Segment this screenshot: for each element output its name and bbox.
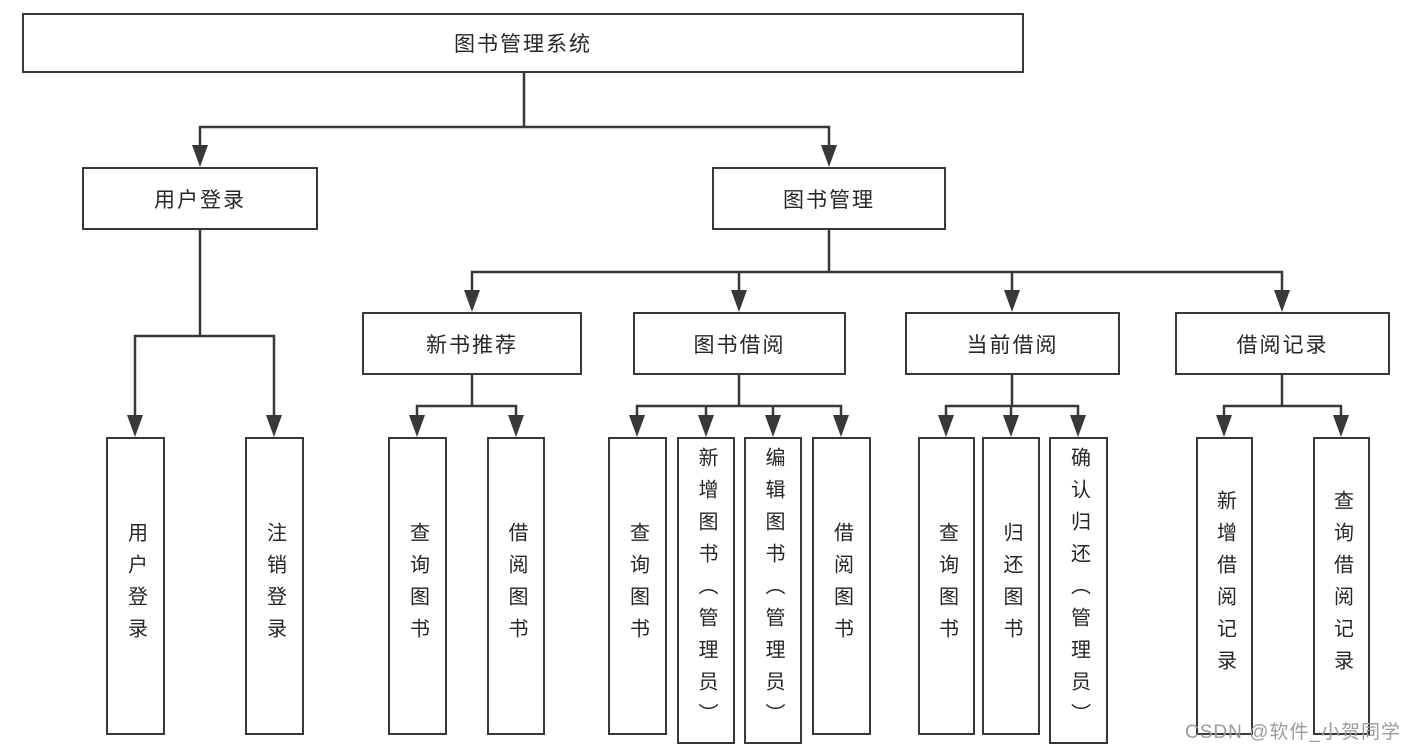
leaf-label: 编辑图书（管理员） bbox=[762, 446, 784, 735]
leaf-label: 查询图书 bbox=[935, 522, 958, 650]
arrowhead bbox=[938, 415, 954, 437]
csdn-watermark: CSDN @软件_小贺同学 bbox=[1185, 722, 1401, 743]
leaf-borrowing-query-books: 查询图书 bbox=[608, 437, 667, 735]
connector-borrow-record-branch bbox=[1216, 375, 1349, 437]
arrowhead bbox=[698, 415, 714, 437]
leaf-label: 归还图书 bbox=[1000, 522, 1022, 650]
node-book-borrowing: 图书借阅 bbox=[633, 312, 846, 375]
leaf-label: 确认归还（管理员） bbox=[1067, 446, 1090, 735]
leaf-borrowing-edit-books-admin: 编辑图书（管理员） bbox=[744, 437, 802, 744]
leaf-user-login: 用户登录 bbox=[106, 437, 165, 735]
leaf-borrowing-borrow-books: 借阅图书 bbox=[812, 437, 871, 735]
leaf-newbook-borrow-books: 借阅图书 bbox=[487, 437, 545, 735]
leaf-logout: 注销登录 bbox=[245, 437, 304, 735]
arrowhead bbox=[1333, 415, 1349, 437]
connector-book-mgmt-branch bbox=[464, 230, 1290, 312]
leaf-current-confirm-return-admin: 确认归还（管理员） bbox=[1049, 437, 1108, 744]
arrowhead bbox=[127, 415, 143, 437]
arrowhead bbox=[1216, 415, 1232, 437]
node-user-login: 用户登录 bbox=[82, 167, 318, 230]
node-borrowing-records: 借阅记录 bbox=[1175, 312, 1390, 375]
arrowhead bbox=[1070, 415, 1086, 437]
leaf-newbook-query-books: 查询图书 bbox=[388, 437, 447, 735]
leaf-label: 借阅图书 bbox=[830, 522, 853, 650]
connector-book-borrow-branch bbox=[629, 375, 849, 437]
connector-root-branch bbox=[192, 73, 837, 167]
arrowhead bbox=[1003, 415, 1019, 437]
leaf-label: 注销登录 bbox=[263, 522, 286, 650]
node-library-system: 图书管理系统 bbox=[22, 13, 1024, 73]
arrowhead bbox=[464, 290, 480, 312]
leaf-borrowing-add-books-admin: 新增图书（管理员） bbox=[677, 437, 735, 744]
arrowhead bbox=[192, 145, 208, 167]
arrowhead bbox=[508, 415, 524, 437]
arrowhead bbox=[765, 415, 781, 437]
arrowhead bbox=[629, 415, 645, 437]
node-current-borrowing: 当前借阅 bbox=[905, 312, 1120, 375]
arrowhead bbox=[1004, 290, 1020, 312]
connector-new-book-branch bbox=[409, 375, 524, 437]
node-new-book-recommend: 新书推荐 bbox=[362, 312, 582, 375]
node-book-management: 图书管理 bbox=[712, 167, 946, 230]
leaf-current-return-books: 归还图书 bbox=[982, 437, 1040, 735]
arrowhead bbox=[1274, 290, 1290, 312]
connector-current-borrow-branch bbox=[938, 375, 1086, 437]
arrowhead bbox=[821, 145, 837, 167]
arrowhead bbox=[731, 290, 747, 312]
leaf-label: 查询图书 bbox=[406, 522, 429, 650]
leaf-record-add-borrow-record: 新增借阅记录 bbox=[1196, 437, 1253, 735]
leaf-label: 新增图书（管理员） bbox=[695, 446, 717, 735]
leaf-record-query-borrow-record: 查询借阅记录 bbox=[1313, 437, 1370, 735]
leaf-label: 借阅图书 bbox=[505, 522, 527, 650]
leaf-label: 查询借阅记录 bbox=[1330, 490, 1353, 682]
leaf-label: 新增借阅记录 bbox=[1213, 490, 1236, 682]
leaf-label: 查询图书 bbox=[626, 522, 649, 650]
connector-user-login-branch bbox=[127, 230, 282, 437]
leaf-label: 用户登录 bbox=[124, 522, 147, 650]
arrowhead bbox=[266, 415, 282, 437]
arrowhead bbox=[409, 415, 425, 437]
arrowhead bbox=[833, 415, 849, 437]
leaf-current-query-books: 查询图书 bbox=[918, 437, 975, 735]
